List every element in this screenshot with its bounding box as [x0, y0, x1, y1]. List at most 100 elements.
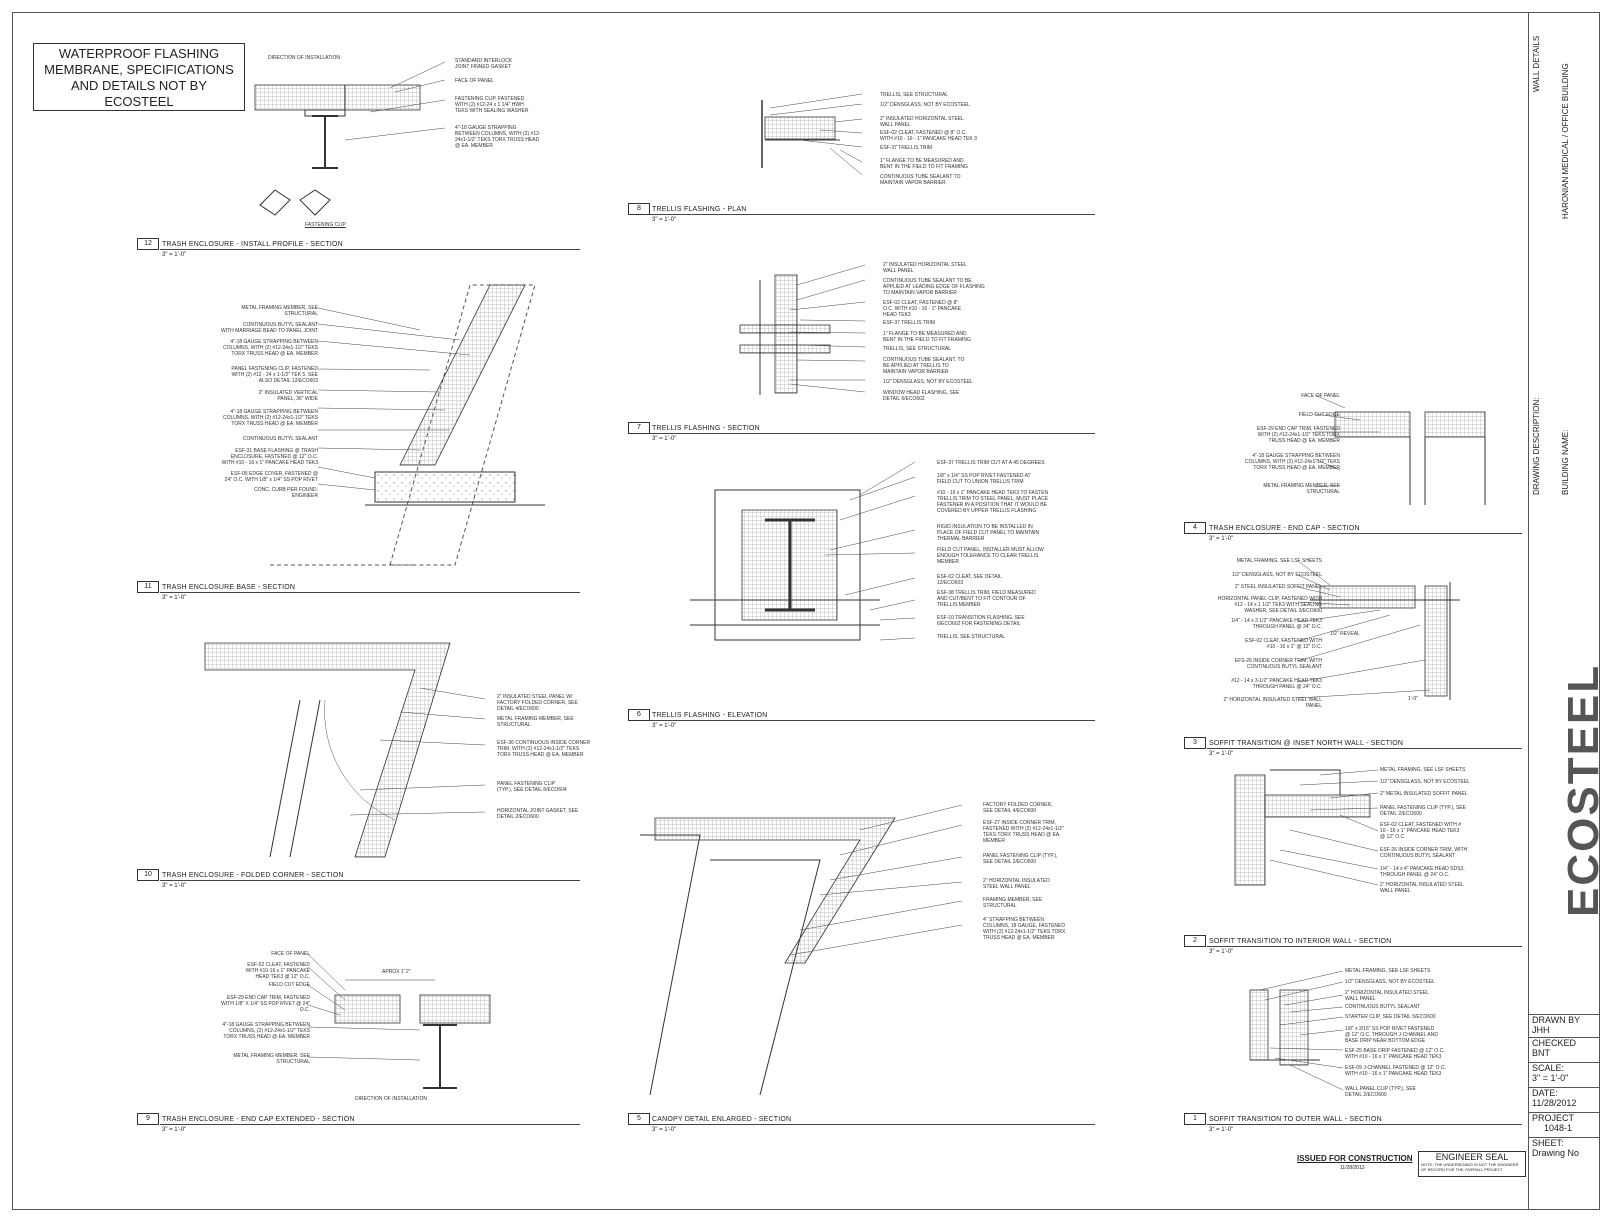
callout-line: MEMBRANE, SPECIFICATIONS [44, 62, 234, 77]
note: 1/2" DENSGLASS, NOT BY ECOSTEEL [880, 102, 970, 108]
note: 2" INSULATED STEEL PANEL W/ FACTORY FOLD… [497, 694, 578, 712]
detail-title: CANOPY DETAIL ENLARGED - SECTION [652, 1116, 792, 1123]
note: #12 - 14 x 3-1/2" PANCAKE HEAD TEK3 THRO… [1231, 678, 1322, 690]
note: 1/8" x 3/16" SS POP RIVET FASTENED @ 12"… [1345, 1026, 1438, 1044]
note: 1/2" REVEAL [1330, 631, 1360, 637]
note: FACE OF PANEL [271, 951, 310, 957]
detail-number: 8 [628, 203, 650, 215]
checked-cell: CHECKED BNT [1529, 1037, 1600, 1059]
note: STARTER CLIP, SEE DETAIL 5/ECO600 [1345, 1014, 1436, 1020]
note: CONTINUOUS TUBE SEALANT TO MAINTAIN VAPO… [880, 174, 961, 186]
note: 1/2" DENSGLASS, NOT BY ECOSTEEL [1380, 779, 1470, 785]
note: ESF-37 TRELLIS TRIM [883, 320, 936, 326]
note: ESF-02 CLEAT, FASTENED WITH #10-16 x 1" … [245, 962, 310, 980]
detail-9-drawing [334, 979, 491, 1089]
note: ESF-38 TRELLIS TRIM, FIELD MEASURED AND … [937, 590, 1036, 608]
note: 2" HORIZONTAL INSULATED STEEL WALL PANEL [983, 878, 1050, 890]
wall-details-label: WALL DETAILS [1532, 35, 1541, 92]
detail-number: 9 [137, 1113, 159, 1125]
detail-title: TRASH ENCLOSURE BASE - SECTION [162, 584, 296, 591]
note: 2" METAL INSULATED SOFFIT PANEL [1380, 791, 1468, 797]
note: CONTINUOUS TUBE SEALANT TO BE APPLIED AT… [883, 278, 985, 296]
note: ESF-02 CLEAT, FASTENED @ 8" O.C. WITH #1… [880, 130, 977, 142]
detail-scale: 3" = 1'-0" [162, 595, 187, 601]
note: CONC. CURB PER FOUND. ENGINEER [254, 487, 318, 499]
note: 1/2" DENSGLASS, NOT BY ECOSTEEL [1345, 979, 1435, 985]
note: WALL PANEL CLIP (TYP.), SEE DETAIL 2/ECO… [1345, 1086, 1416, 1098]
note: PANEL FASTENING CLIP (TYP.), SEE DETAIL … [1380, 805, 1466, 817]
detail-1-drawing [1249, 989, 1320, 1066]
note: FIELD CUT EDGE [1298, 412, 1340, 418]
drawing-description-label: DRAWING DESCRIPTION: [1532, 397, 1541, 495]
note: WINDOW HEAD FLASHING, SEE DETAIL 6/ECO60… [883, 390, 960, 402]
note: 4"-18 GAUGE STRAPPING BETWEEN COLUMNS, W… [222, 339, 318, 357]
note: RIGID INSULATION TO BE INSTALLED IN PLAC… [937, 524, 1040, 542]
note: PANEL FASTENING CLIP (TYP.), SEE DETAIL … [983, 853, 1058, 865]
note: ESF-09 J-CHANNEL FASTENED @ 12" O.C. WIT… [1345, 1065, 1446, 1077]
detail-11-drawing [270, 284, 545, 566]
note: PANEL FASTENING CLIP (TYP.), SEE DETAIL … [497, 781, 567, 793]
drawn-by-cell: DRAWN BY JHH [1529, 1014, 1600, 1049]
issued-for-construction: ISSUED FOR CONSTRUCTION [1297, 1154, 1413, 1163]
detail-scale: 3" = 1'-0" [652, 217, 677, 223]
note: METAL FRAMING MEMBER, SEE STRUCTURAL [497, 716, 574, 728]
detail-number: 5 [628, 1113, 650, 1125]
note: ESF-02 CLEAT, FASTENED WITH # 10 - 16 x … [1380, 822, 1462, 840]
callout-line: WATERPROOF FLASHING [58, 46, 220, 61]
building-name-label: BUILDING NAME: [1561, 429, 1570, 495]
waterproofing-callout-box: WATERPROOF FLASHING MEMBRANE, SPECIFICAT… [33, 43, 245, 111]
note: CONTINUOUS BUTYL SEALANT WITH MARRIAGE B… [220, 322, 318, 334]
note: APROX 1' 2" [382, 969, 411, 975]
issued-date: 11/28/2012 [1340, 1165, 1365, 1171]
note: 2" HORIZONTAL INSULATED STEEL WALL PANEL [1380, 882, 1464, 894]
detail-2-drawing [1234, 769, 1371, 886]
leader-lines [307, 61, 1431, 1091]
note: 4"-18 GAUGE STRAPPING BETWEEN COLUMNS, W… [455, 125, 541, 149]
detail-scale: 3" = 1'-0" [162, 252, 187, 258]
detail-scale: 3" = 1'-0" [162, 883, 187, 889]
note: #10 - 16 x 1" PANCAKE HEAD TEK3 TO FASTE… [937, 490, 1049, 514]
ecosteel-logo: ECOSTEEL [1559, 663, 1600, 917]
detail-scale: 3" = 1'-0" [1209, 751, 1234, 757]
note: TRELLIS, SEE STRUCTURAL [880, 92, 949, 98]
detail-scale: 3" = 1'-0" [1209, 536, 1234, 542]
note: 2" INSULATED HORIZONTAL STEEL WALL PANEL [880, 116, 964, 128]
note: 4" STRAPPING BETWEEN COLUMNS, 18 GAUGE, … [983, 917, 1066, 941]
scale-value: 3" = 1'-0" [1532, 1073, 1569, 1083]
detail-4-drawing [1334, 411, 1486, 505]
drawn-by-label: DRAWN BY [1532, 1015, 1581, 1025]
note: 4"-18 GAUGE STRAPPING BETWEEN COLUMNS, W… [222, 409, 318, 427]
note: STANDARD INTERLOCK JOINT FINNED GASKET [455, 58, 513, 70]
detail-scale: 3" = 1'-0" [162, 1127, 187, 1133]
note: TRELLIS, SEE STRUCTURAL [883, 346, 952, 352]
note: METAL FRAMING, SEE LSF SHEETS [1380, 767, 1466, 773]
detail-title: SOFFIT TRANSITION TO OUTER WALL - SECTIO… [1209, 1116, 1382, 1123]
detail-title: TRELLIS FLASHING - SECTION [652, 425, 760, 432]
note: 1/4" - 14 x 3 1/2" PANCAKE HEAD TEK3 THR… [1231, 618, 1322, 630]
note: 1" FLANGE TO BE MEASURED AND BENT IN THE… [883, 331, 971, 343]
date-value: 11/28/2012 [1532, 1098, 1577, 1108]
note: 1/2" DENSGLASS, NOT BY ECOSTEEL [1232, 572, 1322, 578]
detail-10-drawing [204, 642, 451, 858]
detail-title: TRASH ENCLOSURE - END CAP EXTENDED - SEC… [162, 1116, 355, 1123]
sheet-label: SHEET: [1532, 1138, 1564, 1148]
detail-scale: 3" = 1'-0" [1209, 1127, 1234, 1133]
note: HORIZONTAL PANEL CLIP, FASTENED WITH #12… [1217, 596, 1322, 614]
note: 1" FLANGE TO BE MEASURED AND BENT IN THE… [880, 158, 968, 170]
note: ESF-02 CLEAT, FASTENED WITH #10 - 16 x 1… [1245, 638, 1322, 650]
detail-scale: 3" = 1'-0" [1209, 949, 1234, 955]
note: METAL FRAMING MEMBER, SEE STRUCTURAL [1263, 483, 1340, 495]
note: ESF-29 END CAP TRIM, FASTENED WITH 1/8" … [221, 995, 310, 1013]
note: EFS-26 INSIDE CORNER TRIM, WITH CONTINUO… [1234, 658, 1322, 670]
engineer-seal-box: ENGINEER SEAL NOTE: THE UNDERSIGNED IS N… [1418, 1151, 1526, 1177]
note: 1/2" DENSGLASS, NOT BY ECOSTEEL [883, 379, 973, 385]
detail-title: SOFFIT TRANSITION @ INSET NORTH WALL - S… [1209, 740, 1404, 747]
note: PANEL FASTENING CLIP, FASTENED WITH (2) … [231, 366, 318, 384]
sheet-value: Drawing No [1532, 1148, 1580, 1158]
note: 2" STEEL INSULATED SOFFIT PANEL [1234, 584, 1322, 590]
note: HORIZONTAL JOINT GASKET, SEE DETAIL 2/EC… [497, 808, 579, 820]
detail-number: 2 [1184, 935, 1206, 947]
note: FRAMING MEMBER, SEE STRUCTURAL [983, 897, 1043, 909]
engineer-seal-title: ENGINEER SEAL [1435, 1152, 1509, 1162]
